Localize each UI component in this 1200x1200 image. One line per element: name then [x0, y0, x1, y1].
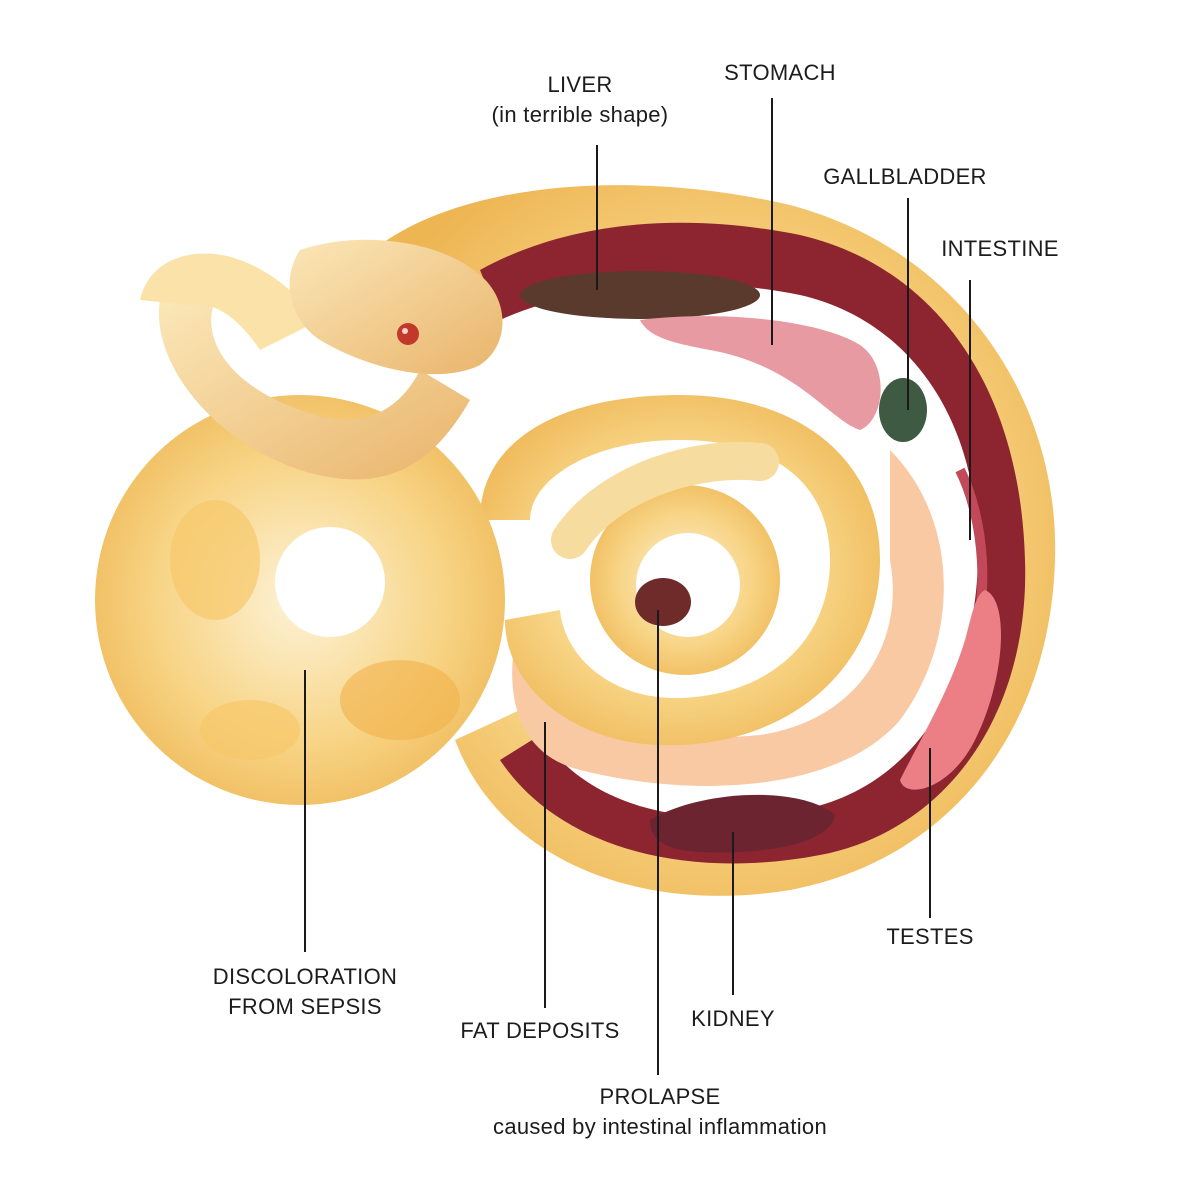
gallbladder-organ [879, 378, 927, 442]
kidney-label: KIDNEY [668, 1004, 798, 1034]
kidney-organ [650, 794, 835, 853]
intestine-label: INTESTINE [925, 234, 1075, 264]
testes-label: TESTES [870, 922, 990, 952]
inner-body-coil [480, 395, 880, 746]
fat-deposits-organ [512, 450, 944, 786]
kidney-label-title: KIDNEY [691, 1006, 775, 1031]
prolapse-label: PROLAPSE caused by intestinal inflammati… [450, 1082, 870, 1142]
intestine-label-title: INTESTINE [941, 236, 1059, 261]
prolapse-label-note: caused by intestinal inflammation [493, 1114, 827, 1139]
snake-eye [397, 323, 419, 345]
left-body-coil [95, 395, 505, 805]
stomach-label: STOMACH [700, 58, 860, 88]
liver-label-title: LIVER [547, 72, 613, 97]
liver-organ [520, 271, 760, 319]
stomach-label-title: STOMACH [724, 60, 836, 85]
prolapse-organ [635, 578, 691, 626]
fat-deposits-label-title: FAT DEPOSITS [460, 1018, 620, 1043]
snake-head-and-neck [140, 239, 503, 480]
discoloration-label-line2: FROM SEPSIS [228, 994, 382, 1019]
testes-label-title: TESTES [886, 924, 974, 949]
prolapse-label-title: PROLAPSE [599, 1084, 721, 1109]
stomach-organ [640, 316, 881, 430]
liver-label-note: (in terrible shape) [491, 102, 669, 127]
discoloration-label: DISCOLORATION FROM SEPSIS [185, 962, 425, 1022]
testes-organ [900, 590, 1002, 790]
gallbladder-label: GALLBLADDER [805, 162, 1005, 192]
fat-deposits-label: FAT DEPOSITS [440, 1016, 640, 1046]
liver-label: LIVER (in terrible shape) [460, 70, 700, 130]
gallbladder-label-title: GALLBLADDER [823, 164, 987, 189]
discoloration-label-line1: DISCOLORATION [212, 964, 398, 989]
